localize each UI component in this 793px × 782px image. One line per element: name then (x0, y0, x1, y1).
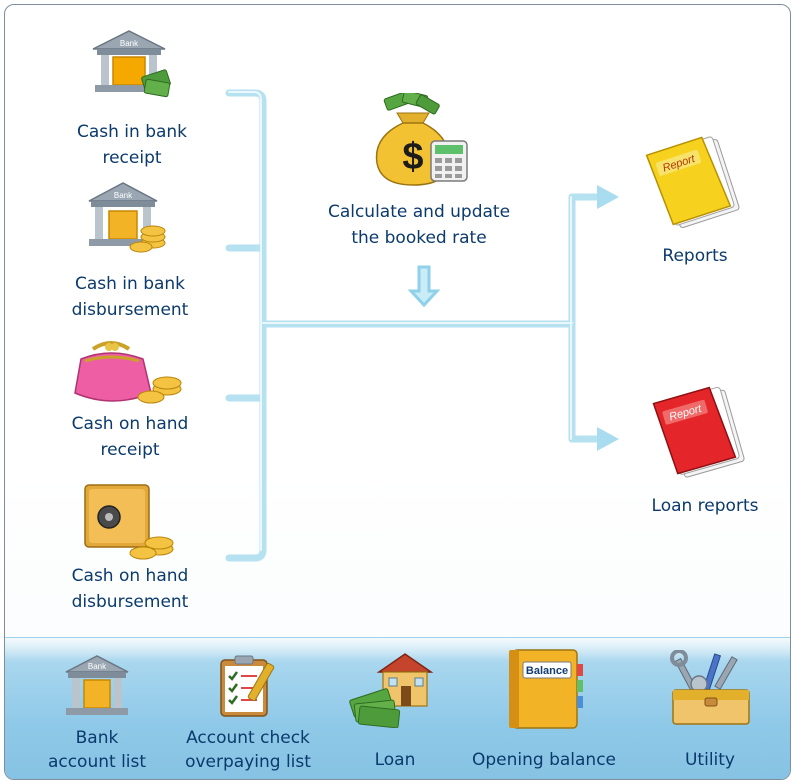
bank-sign-text: Bank (114, 191, 133, 200)
utility-button[interactable]: Utility (655, 648, 765, 778)
svg-text:$: $ (402, 136, 423, 178)
purse-coins-icon (74, 341, 182, 404)
bank-coins-icon: Bank (88, 182, 166, 253)
toolbar-shine (5, 638, 790, 660)
bank-sign-text: Bank (120, 39, 139, 48)
cash-in-bank-disbursement-node[interactable]: Bank Cash in bank disbursement (55, 177, 205, 327)
node-label-line: Cash on hand (71, 414, 189, 434)
account-check-overpaying-list-button[interactable]: Account check overpaying list (173, 648, 323, 778)
node-label-line: Cash in bank (76, 122, 188, 142)
toolbar-label-line: Utility (684, 750, 735, 770)
toolbar-label-line: Account check (186, 728, 310, 748)
node-label-line: Cash in bank (74, 274, 186, 294)
toolbox-icon (670, 650, 750, 725)
main-window: Bank Cash in bank receipt Bank Cash in b… (4, 4, 791, 780)
toolbar-label-line: Opening balance (471, 750, 617, 770)
yellow-report-folder-icon: Report (645, 136, 740, 229)
balance-book-icon: Balance (509, 649, 583, 729)
node-label-line: Calculate and update (327, 202, 511, 222)
loan-reports-node[interactable]: Report Loan reports (635, 381, 775, 521)
opening-balance-button[interactable]: Balance Opening balance (463, 648, 625, 778)
money-bag-calculator-icon: $ (375, 93, 468, 186)
loan-reports-label: Loan reports (651, 496, 759, 516)
calculate-booked-rate-node[interactable]: $ Calculate and update the booked rate (321, 93, 517, 253)
checklist-clipboard-icon (220, 655, 275, 717)
toolbar-label-line: account list (47, 752, 147, 772)
cash-on-hand-disbursement-node[interactable]: Cash on hand disbursement (55, 479, 205, 619)
toolbar-label-line: Bank (75, 728, 119, 748)
node-label-line: receipt (100, 440, 160, 460)
bank-cash-icon: Bank (92, 30, 171, 98)
house-money-icon (349, 653, 434, 728)
bank-account-list-button[interactable]: Bank Bank account list (37, 648, 157, 778)
toolbar-label-line: Loan (374, 750, 416, 770)
flow-connector (225, 89, 619, 562)
red-report-folder-icon: Report (652, 386, 745, 478)
safe-coins-icon (84, 484, 174, 560)
node-label-line: disbursement (71, 592, 189, 612)
reports-label: Reports (662, 246, 728, 266)
node-label-line: Cash on hand (71, 566, 189, 586)
bottom-toolbar: Bank Bank account list (5, 637, 790, 779)
cash-in-bank-receipt-node[interactable]: Bank Cash in bank receipt (57, 27, 207, 177)
node-label-line: disbursement (71, 300, 189, 320)
bank-sign-text: Bank (88, 662, 107, 671)
loan-button[interactable]: Loan (345, 648, 445, 778)
balance-tag-text: Balance (526, 665, 568, 677)
bank-icon: Bank (65, 655, 129, 715)
node-label-line: the booked rate (351, 228, 487, 248)
node-label-line: receipt (102, 148, 162, 168)
cash-on-hand-receipt-node[interactable]: Cash on hand receipt (55, 337, 205, 467)
reports-node[interactable]: Report Reports (635, 131, 755, 271)
toolbar-label-line: overpaying list (185, 752, 311, 772)
